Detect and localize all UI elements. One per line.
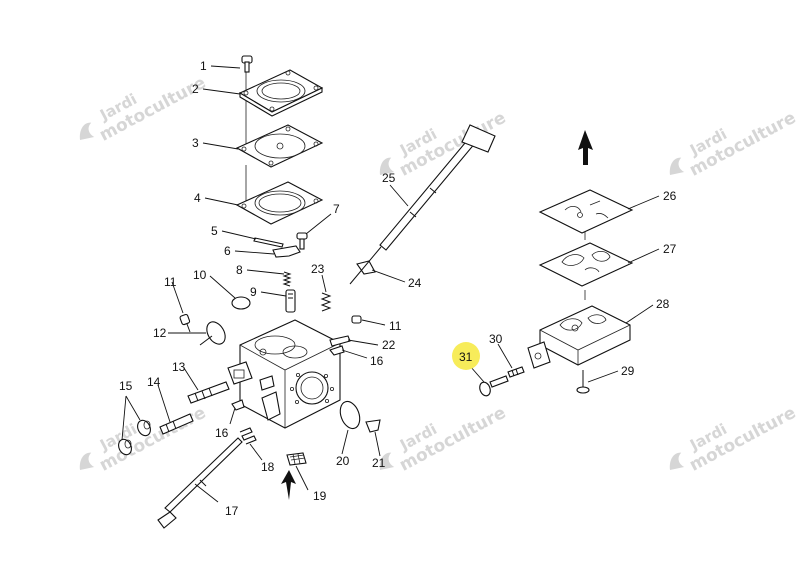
label-part-2: 2 [192,82,199,96]
label-part-3: 3 [192,136,199,150]
label-part-8: 8 [236,263,243,277]
label-part-20: 20 [336,454,350,468]
part-14-adjusting-screw [159,413,194,435]
part-11-screw-right [351,315,362,324]
flow-arrow-down [281,470,296,500]
part-28-pump-body [527,305,631,369]
part-19-filter-screen [286,452,307,466]
label-part-25: 25 [382,171,396,185]
watermark: Jardi motoculture [669,108,799,181]
label-part-27: 27 [663,242,677,256]
label-part-15: 15 [119,379,133,393]
label-part-24: 24 [408,276,422,290]
part-12-disc [199,321,226,346]
part-30-spring [507,366,525,378]
part-22-clip [329,335,351,347]
watermark-leaf-icon [79,122,95,140]
label-part-11-right: 11 [389,319,402,333]
label-part-17: 17 [225,504,239,518]
label-part-18: 18 [261,460,275,474]
part-20-throttle-plate [339,400,361,430]
label-part-23: 23 [311,262,325,276]
part-31-screw [479,375,509,397]
watermark-leaf-icon [669,157,685,175]
watermark-leaf-icon [379,157,395,175]
part-21-screw [365,419,381,433]
label-part-14: 14 [147,375,161,389]
part-3-diaphragm [235,124,324,168]
label-part-7: 7 [333,202,340,216]
part-4-gasket [235,181,324,225]
label-part-5: 5 [211,224,218,238]
carburetor-body [227,319,341,429]
label-part-11-left: 11 [164,275,177,289]
part-16-clip-right [329,345,345,356]
watermark: Jardi motoculture [79,403,209,476]
watermark: Jardi motoculture [669,403,799,476]
part-7-screw [296,232,308,250]
highlight-marker-31 [452,342,480,370]
part-13-adjusting-screw [187,381,230,404]
part-5-pin [253,237,284,248]
part-23-spring [320,292,332,312]
watermark: Jardi motoculture [379,403,509,476]
part-18-spring [239,427,257,445]
part-26-gasket [538,189,634,234]
label-part-31-highlighted: 31 [459,350,473,364]
label-part-6: 6 [224,244,231,258]
label-part-29: 29 [621,364,635,378]
flow-arrow-up [578,130,593,165]
label-part-21: 21 [372,456,386,470]
part-2-cover-plate [238,69,324,117]
part-27-gasket [538,242,634,287]
part-9-needle-valve [285,289,296,313]
watermark-leaf-icon [379,452,395,470]
label-part-16-left: 16 [215,426,229,440]
label-part-13: 13 [172,360,186,374]
part-1-screw [241,55,253,73]
leader-lines [121,65,660,503]
label-part-26: 26 [663,189,677,203]
part-16-clip-left [231,399,245,411]
label-part-1: 1 [200,59,207,73]
part-17-throttle-shaft [157,437,243,529]
part-29-screw [576,370,590,394]
label-part-4: 4 [194,191,201,205]
label-part-30: 30 [489,332,503,346]
part-10-welch-plug [231,296,251,310]
part-number-labels: 1 2 3 4 5 6 7 8 9 10 11 11 12 13 14 15 1… [119,59,677,518]
label-part-9: 9 [250,285,257,299]
watermark-leaf-icon [669,452,685,470]
watermark-leaf-icon [79,452,95,470]
watermark: Jardi motoculture [79,73,209,146]
label-part-12: 12 [153,326,167,340]
label-part-28: 28 [656,297,670,311]
label-part-16-right: 16 [370,354,384,368]
part-6-lever [272,245,301,258]
part-8-spring [282,271,292,287]
part-11-screw-left [179,313,191,333]
part-15-caps [118,419,151,456]
part-25-choke-shaft [349,124,496,285]
label-part-19: 19 [313,489,327,503]
label-part-22: 22 [382,338,396,352]
label-part-10: 10 [193,268,207,282]
